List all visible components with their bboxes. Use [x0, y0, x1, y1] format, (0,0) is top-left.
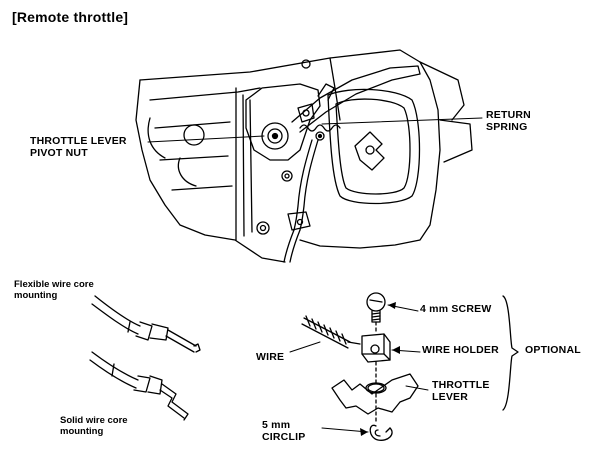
label-optional: OPTIONAL	[525, 344, 581, 356]
label-line: mounting	[60, 425, 104, 437]
solid-wire-core-drawing	[89, 351, 189, 421]
label-line: THROTTLE	[432, 379, 490, 391]
wire-holder-assembly-drawing	[301, 292, 519, 441]
label-5mm-circlip: 5 mm CIRCLIP	[262, 419, 306, 444]
upper-leader-lines	[147, 117, 483, 143]
label-line: CIRCLIP	[262, 430, 306, 443]
label-line: LEVER	[432, 390, 469, 403]
label-line: RETURN	[486, 109, 531, 121]
throttle-lever-assembly-drawing	[245, 65, 421, 263]
label-throttle-lever: THROTTLE LEVER	[432, 379, 490, 404]
label-return-spring: RETURN SPRING	[486, 109, 531, 134]
label-throttle-lever-pivot-nut: THROTTLE LEVER PIVOT NUT	[30, 135, 127, 160]
label-line: SPRING	[486, 120, 528, 133]
engine-housing-drawing	[135, 49, 473, 263]
label-line: mounting	[14, 289, 58, 301]
label-line: PIVOT NUT	[30, 146, 88, 159]
page-title: [Remote throttle]	[12, 9, 129, 25]
flexible-wire-core-drawing	[91, 295, 201, 353]
label-flexible-wire-core-mounting: Flexible wire core mounting	[14, 279, 94, 301]
label-4mm-screw: 4 mm SCREW	[420, 303, 492, 315]
label-wire: WIRE	[256, 351, 285, 363]
lower-leader-lines	[289, 304, 429, 433]
label-solid-wire-core-mounting: Solid wire core mounting	[60, 415, 128, 437]
label-line: 5 mm	[262, 419, 291, 431]
leader-arrowheads	[360, 302, 400, 436]
label-line: Solid wire core	[60, 415, 128, 426]
label-line: Flexible wire core	[14, 279, 94, 290]
label-wire-holder: WIRE HOLDER	[422, 344, 499, 356]
label-line: THROTTLE LEVER	[30, 135, 127, 147]
